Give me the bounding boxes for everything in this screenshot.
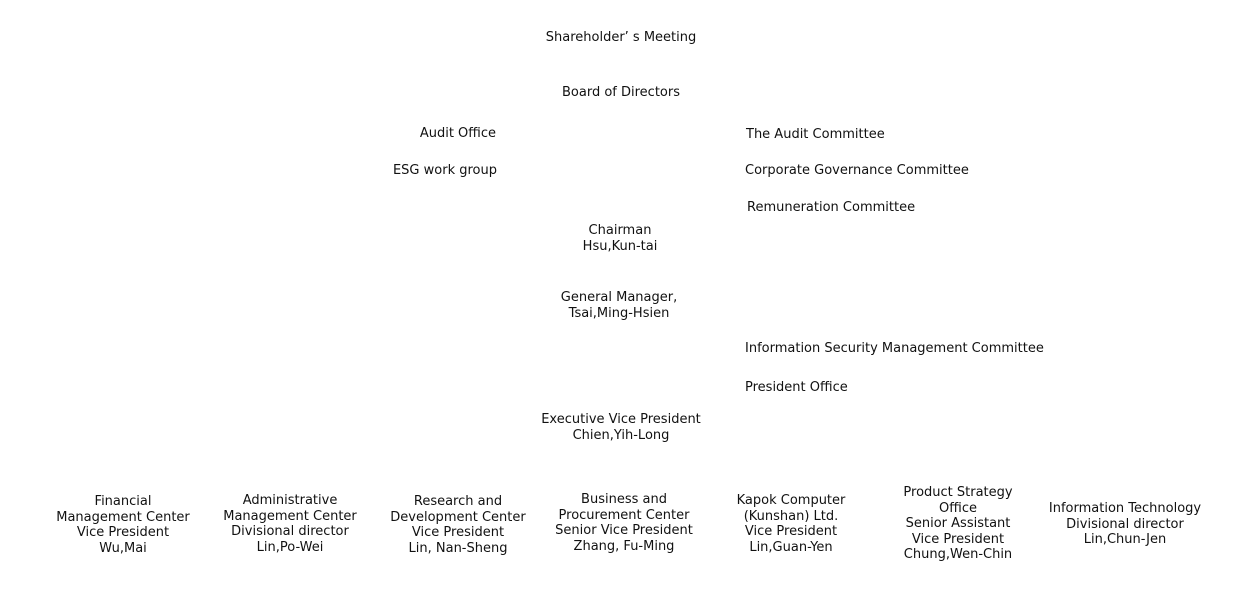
department-line: Management Center	[56, 509, 190, 525]
department-administrative-management: Administrative Management Center Divisio…	[223, 493, 357, 555]
department-line: Senior Assistant	[905, 516, 1011, 531]
audit-office-label: Audit Office	[419, 126, 496, 141]
chairman-title: Chairman	[588, 223, 652, 238]
president-office-node: President Office	[745, 380, 848, 396]
board-of-directors-node: Board of Directors	[562, 85, 680, 101]
department-line: Management Center	[223, 508, 357, 524]
department-line: Administrative	[242, 493, 338, 508]
audit-committee-node: The Audit Committee	[746, 127, 885, 143]
department-research-development: Research and Development Center Vice Pre…	[390, 494, 525, 556]
department-line: Lin,Guan-Yen	[749, 539, 833, 555]
executive-vice-president-node: Executive Vice President Chien,Yih-Long	[541, 412, 701, 443]
department-line: Kapok Computer	[736, 493, 846, 508]
shareholders-meeting-node: Shareholder’ s Meeting	[546, 30, 697, 46]
department-product-strategy-office: Product Strategy Office Senior Assistant…	[903, 485, 1012, 563]
department-line: Procurement Center	[558, 507, 690, 523]
department-line: Vice President	[76, 525, 170, 540]
department-line: Office	[939, 500, 977, 516]
department-financial-management: Financial Management Center Vice Preside…	[56, 494, 190, 556]
information-security-management-committee-node: Information Security Management Committe…	[745, 341, 1044, 357]
audit-office-node: Audit Office	[390, 126, 496, 142]
department-kapok-computer-kunshan: Kapok Computer (Kunshan) Ltd. Vice Presi…	[737, 493, 846, 555]
remuneration-committee-label: Remuneration Committee	[747, 200, 916, 215]
department-business-procurement: Business and Procurement Center Senior V…	[555, 492, 693, 554]
executive-vice-president-name: Chien,Yih-Long	[572, 427, 670, 443]
department-line: Vice President	[911, 531, 1005, 547]
department-line: Lin,Po-Wei	[256, 539, 324, 555]
department-line: Business and	[581, 492, 667, 507]
department-line: Research and	[413, 494, 503, 509]
board-of-directors-label: Board of Directors	[562, 85, 680, 100]
general-manager-name: Tsai,Ming-Hsien	[568, 305, 670, 321]
general-manager-title: General Manager,	[560, 290, 678, 305]
department-line: Divisional director	[231, 524, 349, 539]
department-line: Lin, Nan-Sheng	[408, 540, 508, 556]
department-line: Product Strategy	[903, 485, 1013, 500]
department-line: Development Center	[390, 509, 526, 525]
information-security-management-committee-label: Information Security Management Committe…	[745, 341, 1044, 356]
audit-committee-label: The Audit Committee	[746, 127, 885, 142]
general-manager-node: General Manager, Tsai,Ming-Hsien	[561, 290, 677, 321]
department-line: Information Technology	[1048, 501, 1202, 516]
department-line: Vice President	[411, 525, 505, 540]
department-line: Divisional director	[1066, 516, 1184, 532]
remuneration-committee-node: Remuneration Committee	[747, 200, 915, 216]
department-line: (Kunshan) Ltd.	[743, 508, 839, 524]
department-line: Chung,Wen-Chin	[903, 547, 1013, 562]
chairman-node: Chairman Hsu,Kun-tai	[583, 223, 658, 254]
corporate-governance-committee-label: Corporate Governance Committee	[745, 163, 969, 178]
department-line: Senior Vice President	[555, 523, 693, 538]
shareholders-meeting-label: Shareholder’ s Meeting	[545, 30, 697, 45]
department-line: Zhang, Fu-Ming	[573, 538, 675, 554]
department-line: Wu,Mai	[99, 540, 147, 556]
corporate-governance-committee-node: Corporate Governance Committee	[745, 163, 969, 179]
esg-work-group-node: ESG work group	[360, 163, 497, 179]
department-line: Vice President	[744, 524, 838, 539]
executive-vice-president-title: Executive Vice President	[541, 412, 701, 427]
department-information-technology: Information Technology Divisional direct…	[1049, 501, 1201, 548]
esg-work-group-label: ESG work group	[392, 163, 497, 178]
department-line: Lin,Chun-Jen	[1083, 532, 1167, 547]
president-office-label: President Office	[745, 380, 848, 395]
department-line: Financial	[94, 494, 152, 509]
chairman-name: Hsu,Kun-tai	[582, 238, 658, 254]
